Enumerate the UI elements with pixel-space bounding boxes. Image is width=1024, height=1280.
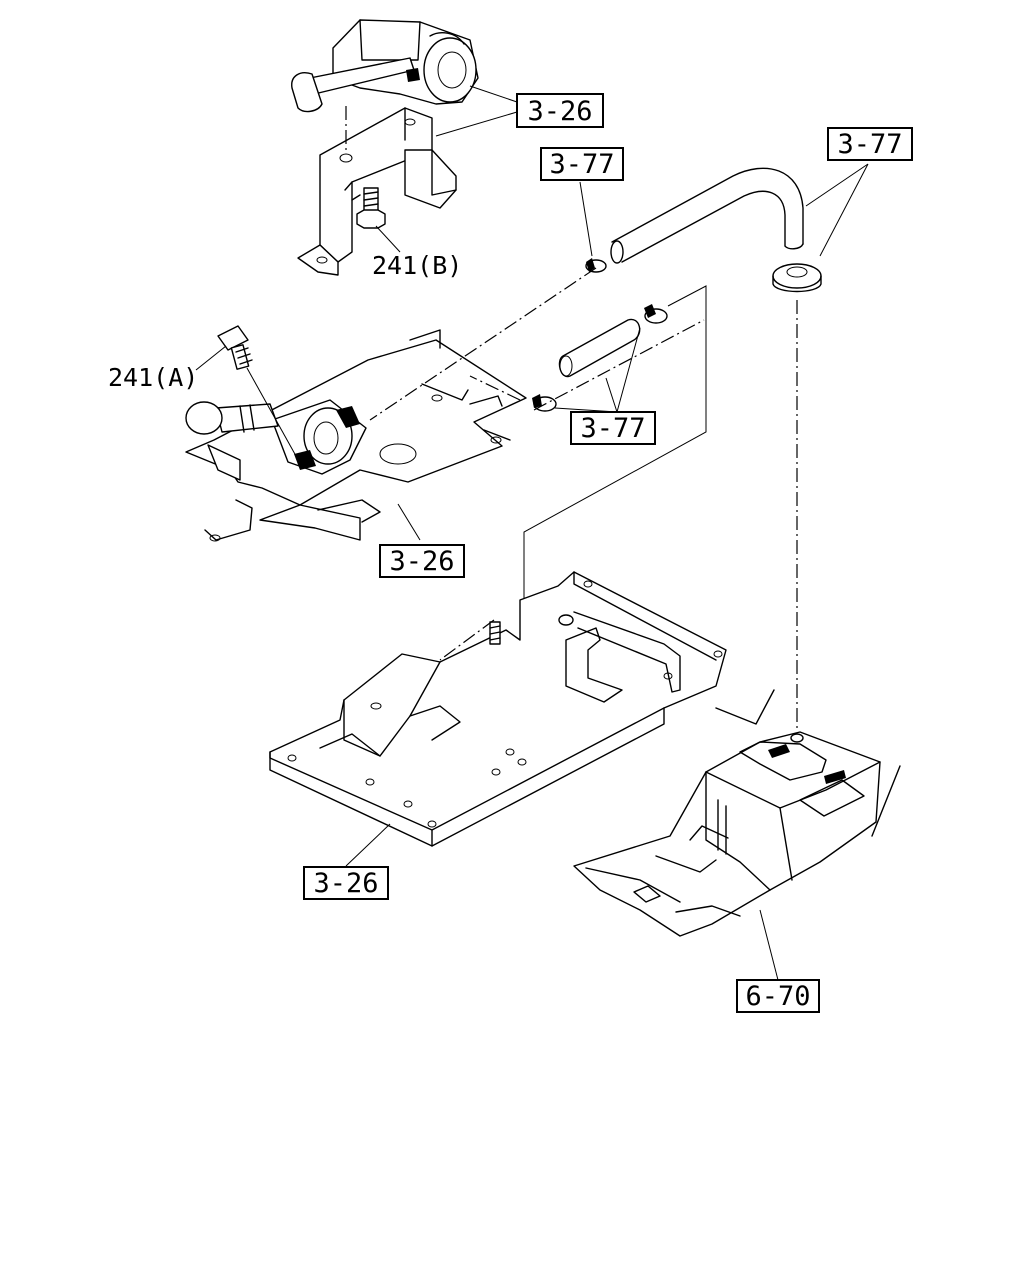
callout-3-77-middle: 3-77 <box>570 411 656 445</box>
grommet <box>772 263 822 293</box>
callout-3-77-right: 3-77 <box>827 127 913 161</box>
label-241b: 241(B) <box>372 251 462 280</box>
pipe-short <box>532 304 668 412</box>
floor-cover <box>573 689 901 937</box>
callout-text: 3-77 <box>549 149 614 180</box>
clamp-top <box>585 258 607 273</box>
bracket-top <box>297 107 457 276</box>
callout-text: 6-70 <box>745 981 810 1012</box>
callout-3-26-middle: 3-26 <box>379 544 465 578</box>
callout-text: 3-77 <box>837 129 902 160</box>
callout-text: 3-26 <box>527 96 592 127</box>
base-plate-lower <box>269 571 727 847</box>
pipe-3-77 <box>610 167 804 264</box>
callout-text: 3-26 <box>389 546 454 577</box>
callout-3-26-lower: 3-26 <box>303 866 389 900</box>
label-241a: 241(A) <box>108 363 198 392</box>
shift-lever-assembly-top <box>291 19 479 113</box>
stud-lower <box>489 621 501 645</box>
bolt-241b <box>356 187 386 229</box>
callout-text: 3-26 <box>313 868 378 899</box>
callout-6-70: 6-70 <box>736 979 820 1013</box>
callout-3-26-top: 3-26 <box>516 93 604 128</box>
callout-3-77-left: 3-77 <box>540 147 624 181</box>
callout-text: 3-77 <box>580 413 645 444</box>
bolt-241a <box>217 325 253 370</box>
